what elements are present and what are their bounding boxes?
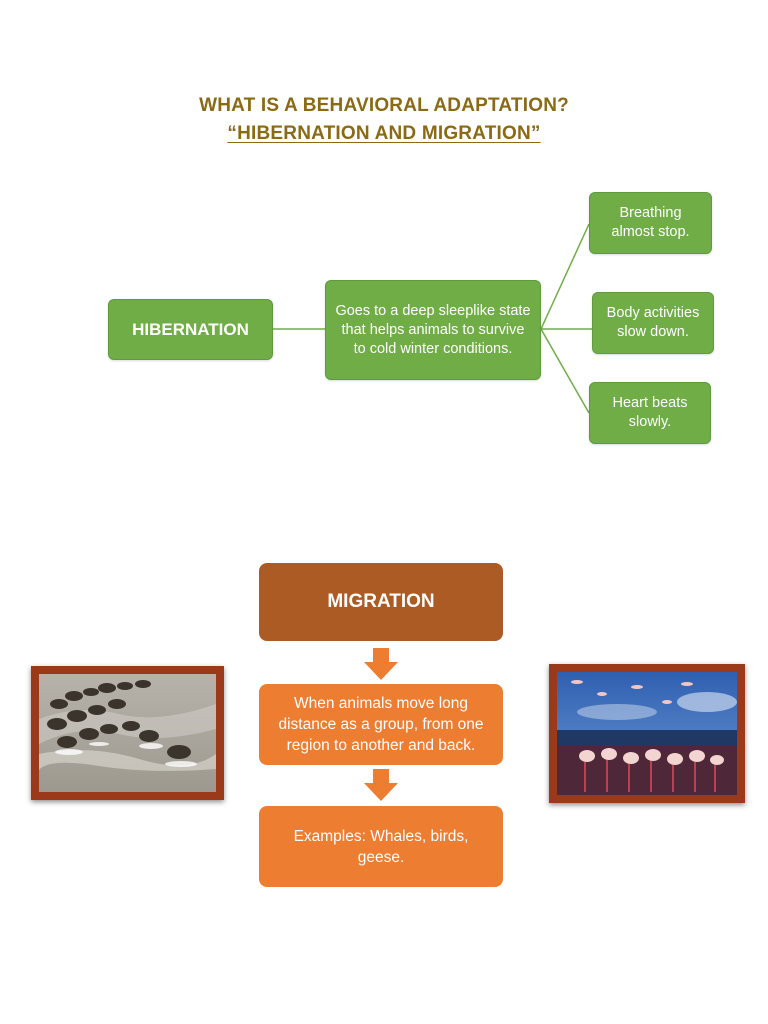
migration-examples-box: Examples: Whales, birds, geese. [259,806,503,887]
hibernation-box: HIBERNATION [108,299,273,360]
flamingo-flock-photo [549,664,745,803]
migration-box: MIGRATION [259,563,503,641]
page-title: WHAT IS A BEHAVIORAL ADAPTATION? [199,95,569,116]
wildebeest-crossing-photo [31,666,224,800]
effect-heart-beats-box: Heart beats slowly. [589,382,711,444]
hibernation-definition-box: Goes to a deep sleeplike state that help… [325,280,541,380]
down-arrow-icon [364,769,398,801]
migration-definition-box: When animals move long distance as a gro… [259,684,503,765]
page-subtitle: “HIBERNATION AND MIGRATION” [227,123,541,144]
down-arrow-icon [364,648,398,680]
effect-body-activities-box: Body activities slow down. [592,292,714,354]
effect-breathing-box: Breathing almost stop. [589,192,712,254]
